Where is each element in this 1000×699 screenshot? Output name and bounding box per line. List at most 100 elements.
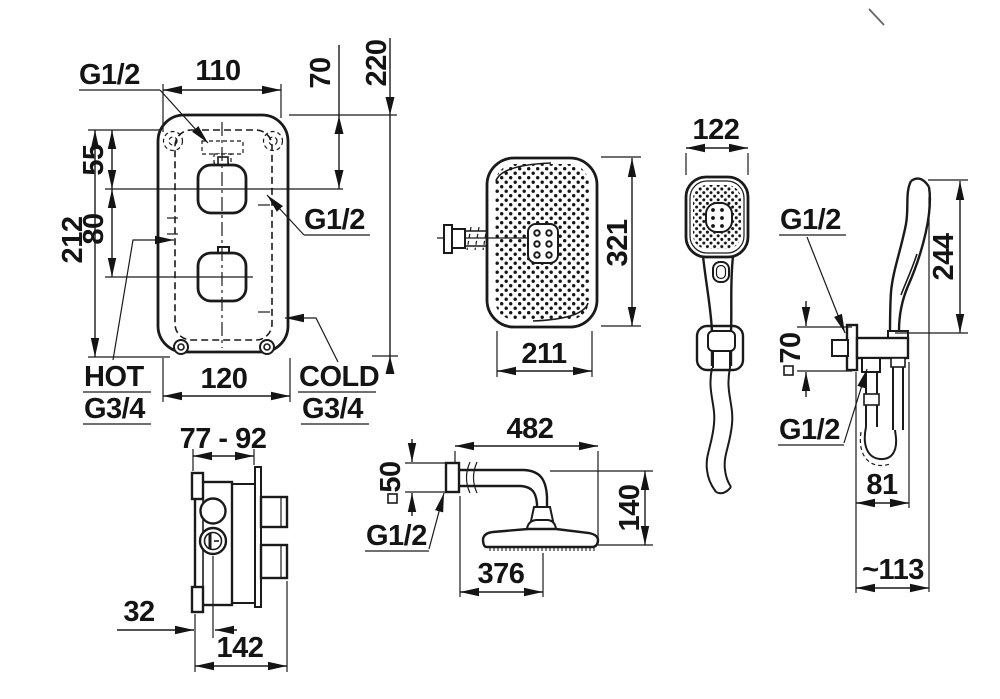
arm-wall-flange <box>444 461 461 494</box>
cold-label: COLD <box>299 361 379 393</box>
screw <box>545 229 553 237</box>
dim-70-plate-label: 70 <box>775 332 807 363</box>
outlet-nipple <box>831 339 849 357</box>
nozzle-dot <box>720 216 724 220</box>
head-inner-contour <box>689 180 745 254</box>
thread-label-arm: G1/2 <box>366 520 427 552</box>
foot-right-inner <box>263 343 271 351</box>
valve-spindle-inner <box>203 531 223 551</box>
thread-label-hose: G1/2 <box>779 414 840 446</box>
hot-label: HOT <box>84 361 145 393</box>
dim-140-label: 140 <box>614 485 646 532</box>
valve-port <box>199 497 227 525</box>
dim-50-label: 50 <box>375 461 407 492</box>
dim-220-label: 220 <box>361 40 393 87</box>
leader-line-hot <box>112 235 174 361</box>
dim-122-label: 122 <box>693 114 740 146</box>
wall-bracket <box>695 324 745 372</box>
head-connector-nut <box>529 506 555 522</box>
dim-70-label: 70 <box>305 57 337 88</box>
face-edge-arc <box>495 162 552 182</box>
nozzle-dot <box>711 224 715 228</box>
shower-hose <box>705 367 717 493</box>
leader-line <box>806 236 846 334</box>
mount-tab-bottom <box>190 585 205 614</box>
leader-line <box>266 194 305 236</box>
wand-face-line <box>900 253 918 296</box>
wand-top <box>910 177 931 188</box>
hand-shower-side-view: 244 70 G1/2 G1/2 81 ~113 <box>775 177 968 593</box>
thread-label-g12-top: G1/2 <box>79 59 140 91</box>
dim-113-label: ~113 <box>862 554 924 586</box>
connector-nut <box>451 228 466 249</box>
connector-flange <box>443 224 453 254</box>
cold-thread-label: G3/4 <box>302 393 363 425</box>
dim-244-label: 244 <box>928 233 960 280</box>
overhead-head-side <box>481 527 600 549</box>
nozzle-dot <box>720 224 724 228</box>
screw <box>533 229 541 237</box>
hot-thread-label: G3/4 <box>84 393 145 425</box>
cartridge-ribs <box>231 483 256 604</box>
hose-nut-2 <box>890 357 906 368</box>
dim-482-label: 482 <box>507 413 554 445</box>
panel-inner-body-hidden <box>174 129 273 341</box>
concealed-valve-side-view: 77 - 92 32 142 <box>117 423 289 672</box>
square-symbol <box>783 365 794 376</box>
connection-top <box>259 495 289 529</box>
break-mark <box>465 461 471 494</box>
thread-mark <box>466 226 472 251</box>
hose-end <box>715 486 732 495</box>
foot-right <box>259 339 275 355</box>
thread-mark <box>474 226 480 251</box>
control-panel-front-view: 110 70 220 212 55 80 120 G1/2 G1/2 <box>57 38 398 425</box>
nozzle-dot <box>720 208 724 212</box>
arm-bend-inner <box>520 484 539 507</box>
bracket-clamp <box>707 330 736 352</box>
screw <box>533 251 541 259</box>
arrowhead <box>334 170 344 188</box>
top-inlet-connector <box>201 140 244 155</box>
dim-120-label: 120 <box>201 363 248 395</box>
mount-ear-right <box>262 130 284 152</box>
mount-hole-right <box>268 136 278 146</box>
stray-mark <box>868 8 885 26</box>
dim-81-label: 81 <box>866 469 898 501</box>
center-plate <box>705 202 733 233</box>
dim-212-label: 212 <box>57 217 89 264</box>
panel-outer-plate <box>156 113 290 354</box>
overhead-shower-front-view: 321 211 <box>437 156 641 377</box>
wand-inner-edge <box>888 180 913 337</box>
shower-arm-side-view: 482 50 G1/2 140 376 <box>365 413 653 597</box>
square-symbol <box>387 493 398 504</box>
thread-label-g12-side: G1/2 <box>304 204 365 236</box>
arrowhead <box>385 356 395 374</box>
diverter-button-inner <box>715 264 727 280</box>
arrowhead <box>334 116 344 134</box>
thread-mark <box>482 226 488 251</box>
shower-hose <box>723 367 734 488</box>
break-mark <box>472 461 478 494</box>
foot-left <box>173 339 189 355</box>
hose-nut <box>861 357 881 373</box>
foot-left-inner <box>177 343 185 351</box>
head-dome <box>526 519 557 530</box>
screw <box>533 240 541 248</box>
leader-line <box>428 492 445 550</box>
dim-32-label: 32 <box>123 596 154 628</box>
dim-211-label: 211 <box>521 338 567 370</box>
dim-376-label: 376 <box>478 558 525 590</box>
spray-face-ticks <box>487 546 595 551</box>
hose-loop <box>863 426 898 461</box>
plaster-shield <box>254 466 262 608</box>
hose-loop-hidden <box>859 431 891 466</box>
connection-bottom <box>259 543 289 580</box>
dim-142-label: 142 <box>217 632 264 664</box>
dim-321-label: 321 <box>602 219 634 266</box>
screw <box>545 240 553 248</box>
hose-joint <box>863 393 880 406</box>
nozzle-dot <box>711 208 715 212</box>
leader-line <box>159 89 209 144</box>
face-edge-arc <box>532 302 589 322</box>
